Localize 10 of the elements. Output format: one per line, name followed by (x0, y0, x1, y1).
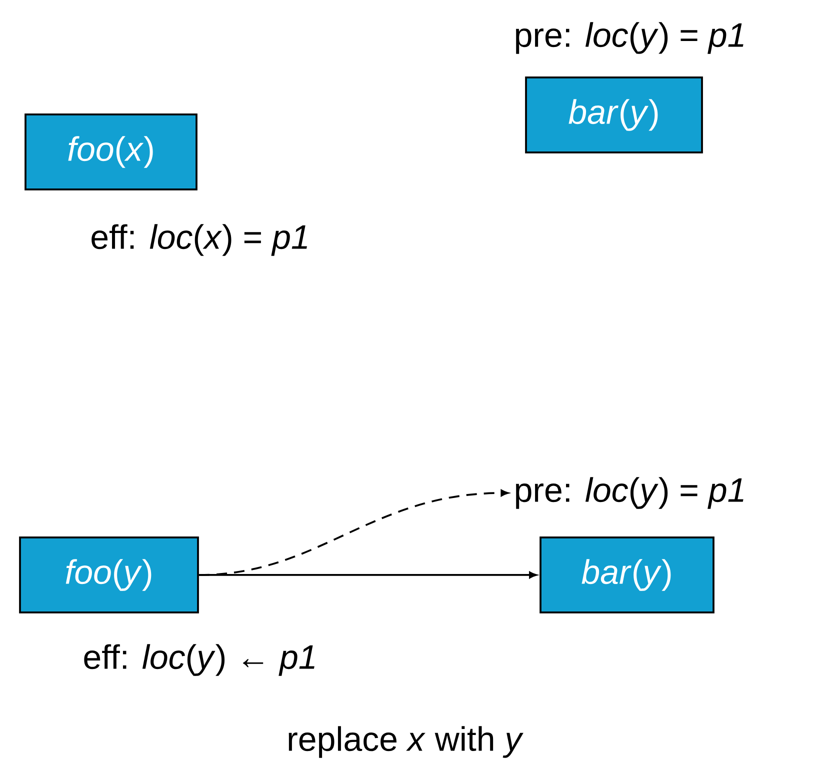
function-box: foo(y) (19, 536, 199, 614)
arrow (198, 572, 537, 578)
caption-text: replace x with y (288, 726, 524, 758)
function-box: foo(x) (24, 114, 198, 190)
condition-text: eff: loc(x) = p1 (92, 224, 307, 256)
function-box: bar(y) (540, 536, 714, 614)
condition-text: eff: loc(y) ← p1 (84, 644, 314, 676)
condition-text: pre: loc(y) = p1 (516, 22, 744, 54)
condition-text: pre: loc(y) = p1 (516, 477, 744, 509)
function-box: bar(y) (525, 76, 703, 154)
